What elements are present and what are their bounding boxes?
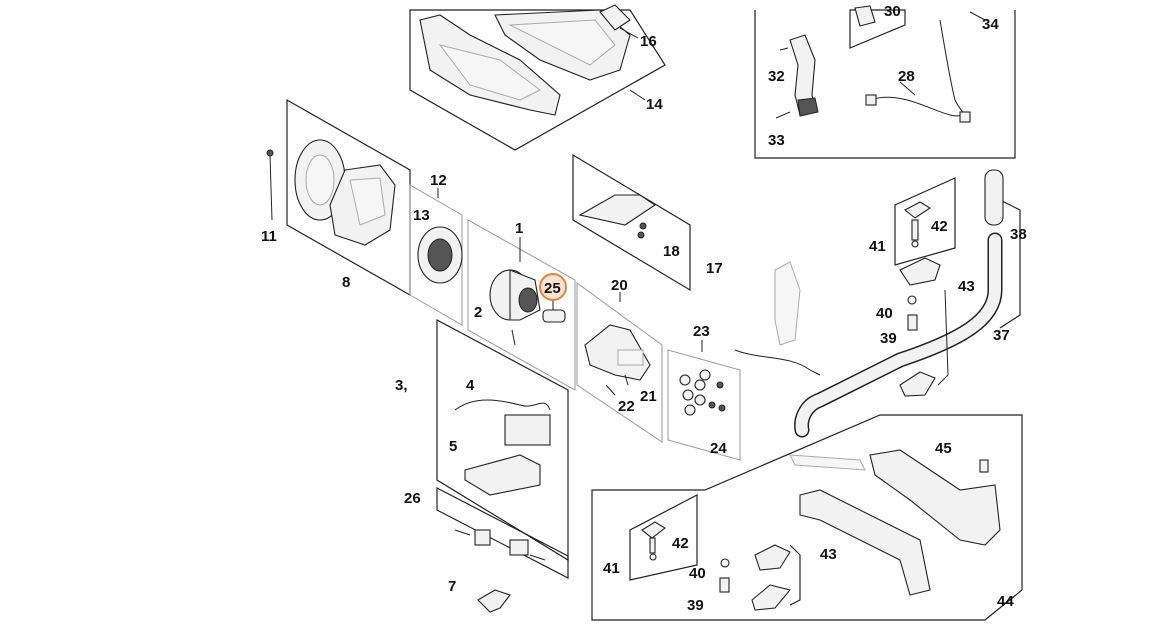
fan-housing-8 [266, 139, 396, 246]
gear-housing-20 [584, 324, 651, 396]
fasteners-23 [679, 369, 726, 416]
callout-34: 34 [982, 16, 999, 33]
filter-cover-17 [578, 194, 656, 239]
callout-33: 33 [768, 132, 785, 149]
handle-wiring-group [754, 5, 1016, 159]
callout-43-bottom: 43 [820, 546, 837, 563]
bracket-7 [477, 589, 511, 613]
callout-41-top: 41 [869, 238, 886, 255]
callout-30: 30 [884, 3, 901, 20]
callout-2: 2 [474, 304, 482, 321]
callout-37: 37 [993, 327, 1010, 344]
handle-ghost [734, 261, 821, 376]
callout-22: 22 [618, 398, 635, 415]
callout-42-bottom: 42 [672, 535, 689, 552]
callout-42-top: 42 [931, 218, 948, 235]
callout-40-top: 40 [876, 305, 893, 322]
callout-45: 45 [935, 440, 952, 457]
callout-16: 16 [640, 33, 657, 50]
impeller-13 [417, 226, 463, 284]
callout-26: 26 [404, 490, 421, 507]
callout-5: 5 [449, 438, 457, 455]
callout-43-top: 43 [958, 278, 975, 295]
callout-40-bottom: 40 [689, 565, 706, 582]
motor-1 [489, 269, 566, 346]
callout-4: 4 [466, 377, 475, 394]
electronics-group-3 [454, 399, 551, 496]
callout-21: 21 [640, 388, 657, 405]
boom-frame-44 [789, 449, 1001, 596]
callout-24: 24 [710, 440, 727, 457]
callout-7: 7 [448, 578, 456, 595]
callout-17: 17 [706, 260, 723, 277]
callout-25: 25 [544, 280, 561, 297]
callout-44: 44 [997, 593, 1014, 610]
callout-41-bottom: 41 [603, 560, 620, 577]
callout-38: 38 [1010, 226, 1027, 243]
callout-23: 23 [693, 323, 710, 340]
callout-32: 32 [768, 68, 785, 85]
callout-39-bottom: 39 [687, 597, 704, 614]
callout-1: 1 [515, 220, 523, 237]
handle-tube-37 [794, 169, 1004, 438]
callout-20: 20 [611, 277, 628, 294]
callout-11: 11 [261, 228, 277, 245]
callout-8: 8 [342, 274, 350, 291]
callout-28: 28 [898, 68, 915, 85]
callout-25-highlight[interactable] [539, 273, 567, 301]
callout-18: 18 [663, 243, 680, 260]
housing-group-14 [409, 4, 666, 151]
callout-12: 12 [430, 172, 447, 189]
clamp-group-bottom [629, 494, 801, 611]
callout-13: 13 [413, 207, 430, 224]
callout-14: 14 [646, 96, 663, 113]
callout-39-top: 39 [880, 330, 897, 347]
switch-26 [454, 529, 546, 561]
clamp-group-top [899, 201, 949, 397]
callout-3: 3, [395, 377, 408, 394]
